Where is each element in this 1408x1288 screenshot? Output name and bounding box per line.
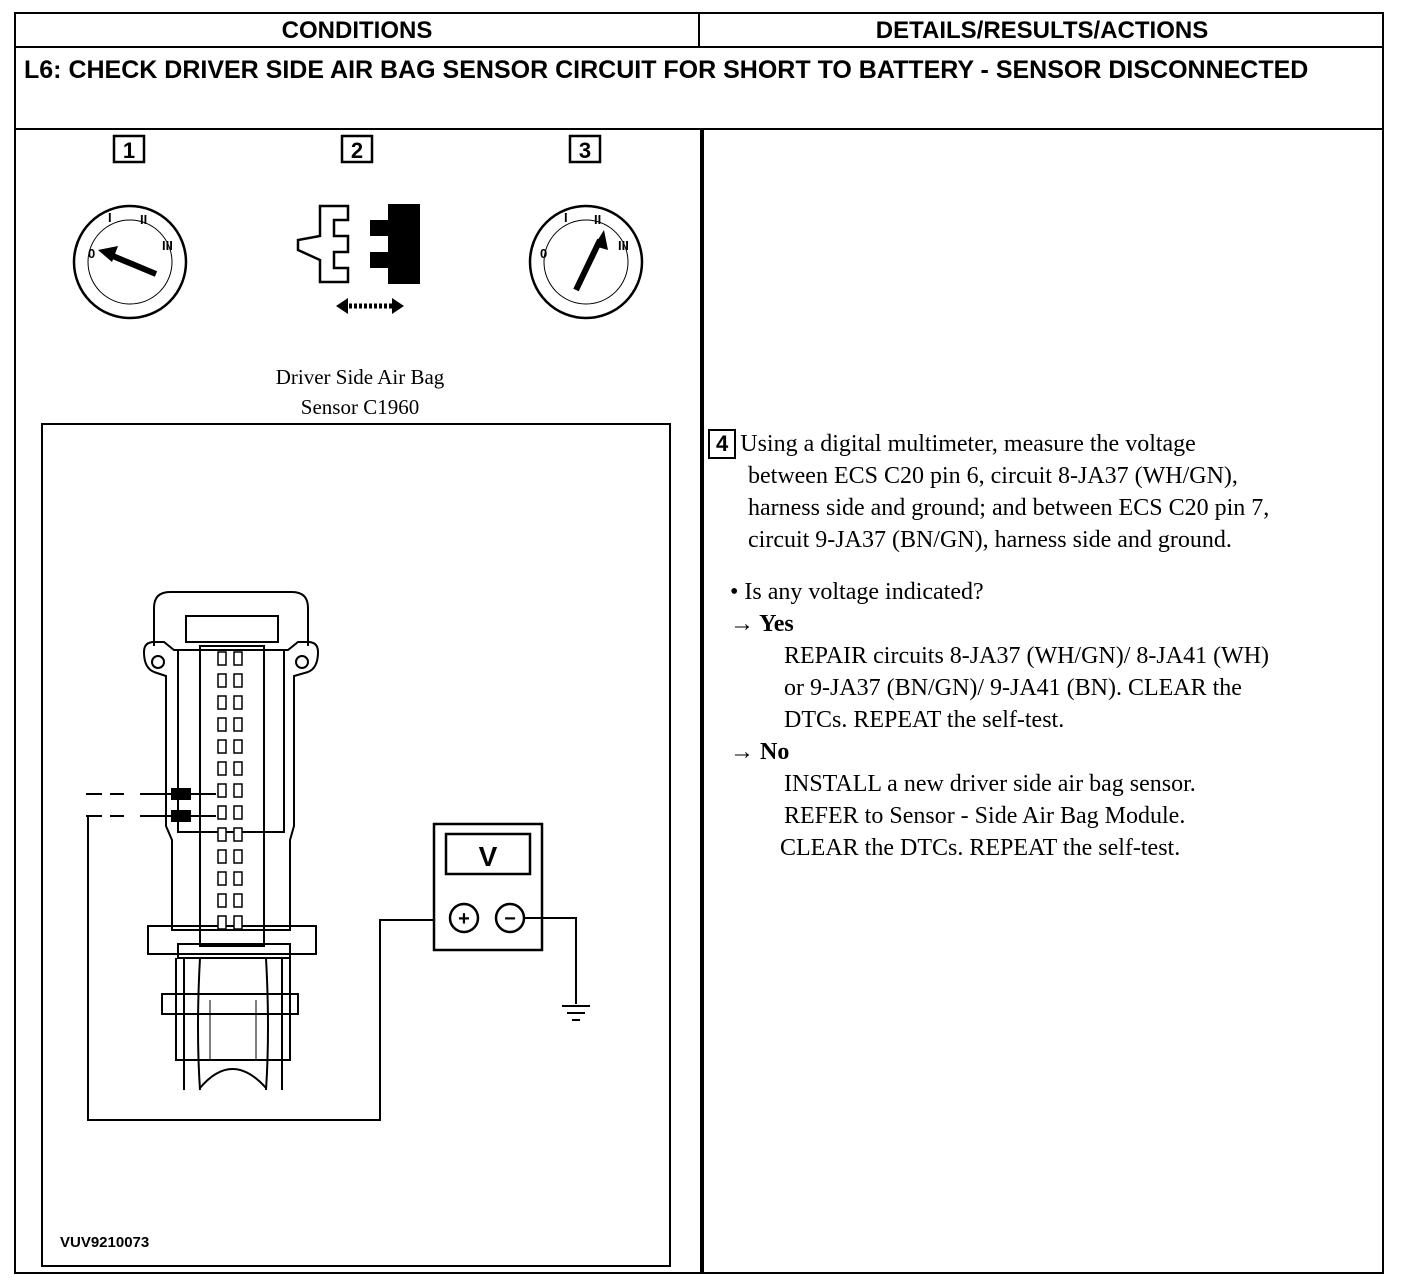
voltmeter-icon: V + − <box>432 822 577 1004</box>
step-number-4: 4 <box>708 429 737 459</box>
sensor-diagram-frame <box>41 423 671 1267</box>
step-box-3: 3 <box>568 134 602 164</box>
caption-line-1: Driver Side Air Bag <box>275 365 445 389</box>
ign1-pos-1: I <box>108 210 112 225</box>
question: • Is any voltage indicated? <box>730 579 984 605</box>
yes-line2: or 9-JA37 (BN/GN)/ 9-JA41 (BN). CLEAR th… <box>784 675 1242 701</box>
voltmeter-label: V <box>479 841 498 872</box>
no-line1: INSTALL a new driver side air bag sensor… <box>784 771 1196 797</box>
no-line3: CLEAR the DTCs. REPEAT the self-test. <box>780 835 1181 861</box>
column-divider <box>700 130 704 1274</box>
ign1-pos-0: 0 <box>88 246 95 261</box>
sensor-caption: Driver Side Air Bag Sensor C1960 <box>200 362 520 422</box>
ign3-pos-2: II <box>594 212 601 227</box>
figure-id: VUV9210073 <box>60 1234 150 1251</box>
ignition-off-icon: 0 I II III <box>72 204 188 320</box>
yes-line3: DTCs. REPEAT the self-test. <box>784 707 1065 733</box>
caption-line-2: Sensor C1960 <box>300 395 420 419</box>
step-number-3: 3 <box>579 138 591 163</box>
procedure-table: CONDITIONS DETAILS/RESULTS/ACTIONS L6: C… <box>14 12 1384 1274</box>
step4-line4: circuit 9-JA37 (BN/GN), harness side and… <box>748 527 1232 553</box>
no-line2: REFER to Sensor - Side Air Bag Module. <box>784 803 1186 829</box>
yes-label: → Yes <box>730 611 794 637</box>
connector-pins <box>217 651 243 930</box>
yes-line1: REPAIR circuits 8-JA37 (WH/GN)/ 8-JA41 (… <box>784 643 1270 669</box>
ign3-pos-1: I <box>564 210 568 225</box>
conditions-header: CONDITIONS <box>16 14 700 48</box>
ignition-run-icon: 0 I II III <box>528 204 644 320</box>
step4-line3: harness side and ground; and between ECS… <box>748 495 1270 521</box>
step4-line2: between ECS C20 pin 6, circuit 8-JA37 (W… <box>748 463 1238 489</box>
step4-text1: Using a digital multimeter, measure the … <box>740 431 1196 457</box>
details-header: DETAILS/RESULTS/ACTIONS <box>700 14 1384 48</box>
ign1-pos-3: III <box>162 238 173 253</box>
sensor-connector-icon <box>142 591 320 1091</box>
no-label: → No <box>730 739 790 765</box>
positive-terminal: + <box>458 908 470 930</box>
connector-disconnect-icon <box>296 204 420 314</box>
ign3-pos-0: 0 <box>540 246 547 261</box>
ground-icon <box>562 1005 590 1021</box>
step-box-1: 1 <box>112 134 146 164</box>
ign1-pos-2: II <box>140 212 147 227</box>
step-number-1: 1 <box>123 138 135 163</box>
step-box-2: 2 <box>340 134 374 164</box>
step-title: L6: CHECK DRIVER SIDE AIR BAG SENSOR CIR… <box>16 48 1382 130</box>
ign3-pos-3: III <box>618 238 629 253</box>
step-number-2: 2 <box>351 138 363 163</box>
negative-terminal: − <box>504 908 516 930</box>
test-probes <box>86 788 450 1121</box>
